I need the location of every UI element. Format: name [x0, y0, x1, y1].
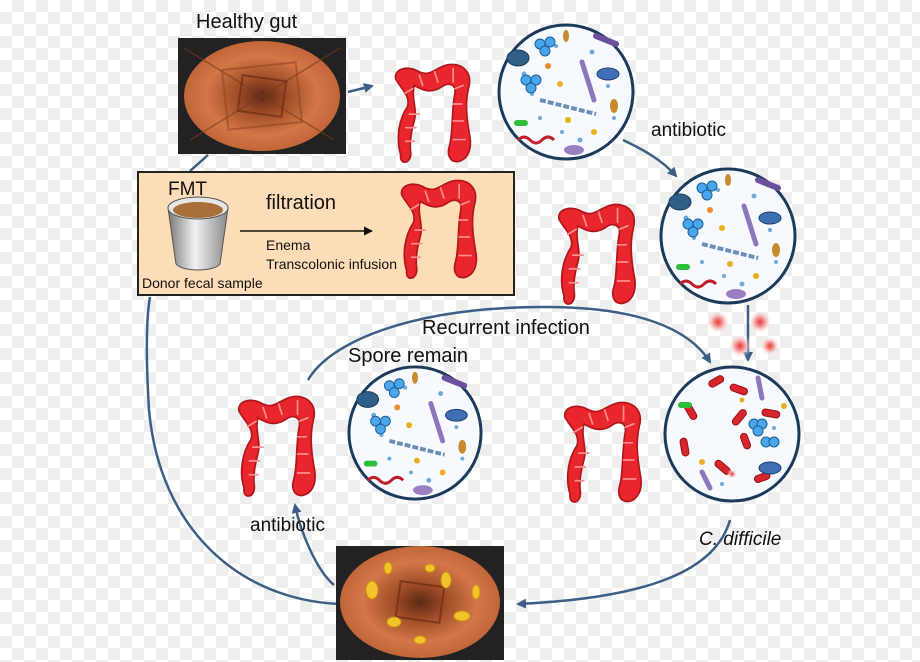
- damaged-gut-image: [336, 546, 504, 660]
- arrow-fmt-loop: [145, 296, 341, 606]
- label-fmt: FMT: [168, 179, 208, 200]
- arrow-antibiotic-bottom: [291, 503, 335, 586]
- healthy-gut-image: [178, 38, 346, 154]
- arrow-antibiotic-top: [622, 138, 678, 178]
- label-antibiotic-bottom: antibiotic: [250, 515, 325, 536]
- arrow-healthy-to-fmt: [189, 154, 209, 172]
- label-c-difficile: C. difficile: [699, 529, 782, 550]
- label-healthy-gut: Healthy gut: [196, 11, 298, 33]
- label-antibiotic-top: antibiotic: [651, 120, 726, 141]
- label-transcolonic: Transcolonic infusion: [266, 256, 397, 272]
- toxin-particles: [706, 310, 780, 358]
- label-recurrent-infection: Recurrent infection: [422, 317, 590, 339]
- label-donor-sample: Donor fecal sample: [142, 275, 263, 291]
- arrow-healthy-to-colon: [347, 83, 374, 94]
- label-spore-remain: Spore remain: [348, 345, 469, 367]
- label-filtration: filtration: [266, 192, 337, 214]
- arrow-cdiff-to-damaged-gut: [516, 519, 732, 609]
- label-enema: Enema: [266, 237, 311, 253]
- arrow-recurrent-infection: [306, 305, 712, 381]
- fecal-sample-cup-icon: [167, 196, 229, 271]
- colon-fmt-icon-overlay: [400, 179, 478, 280]
